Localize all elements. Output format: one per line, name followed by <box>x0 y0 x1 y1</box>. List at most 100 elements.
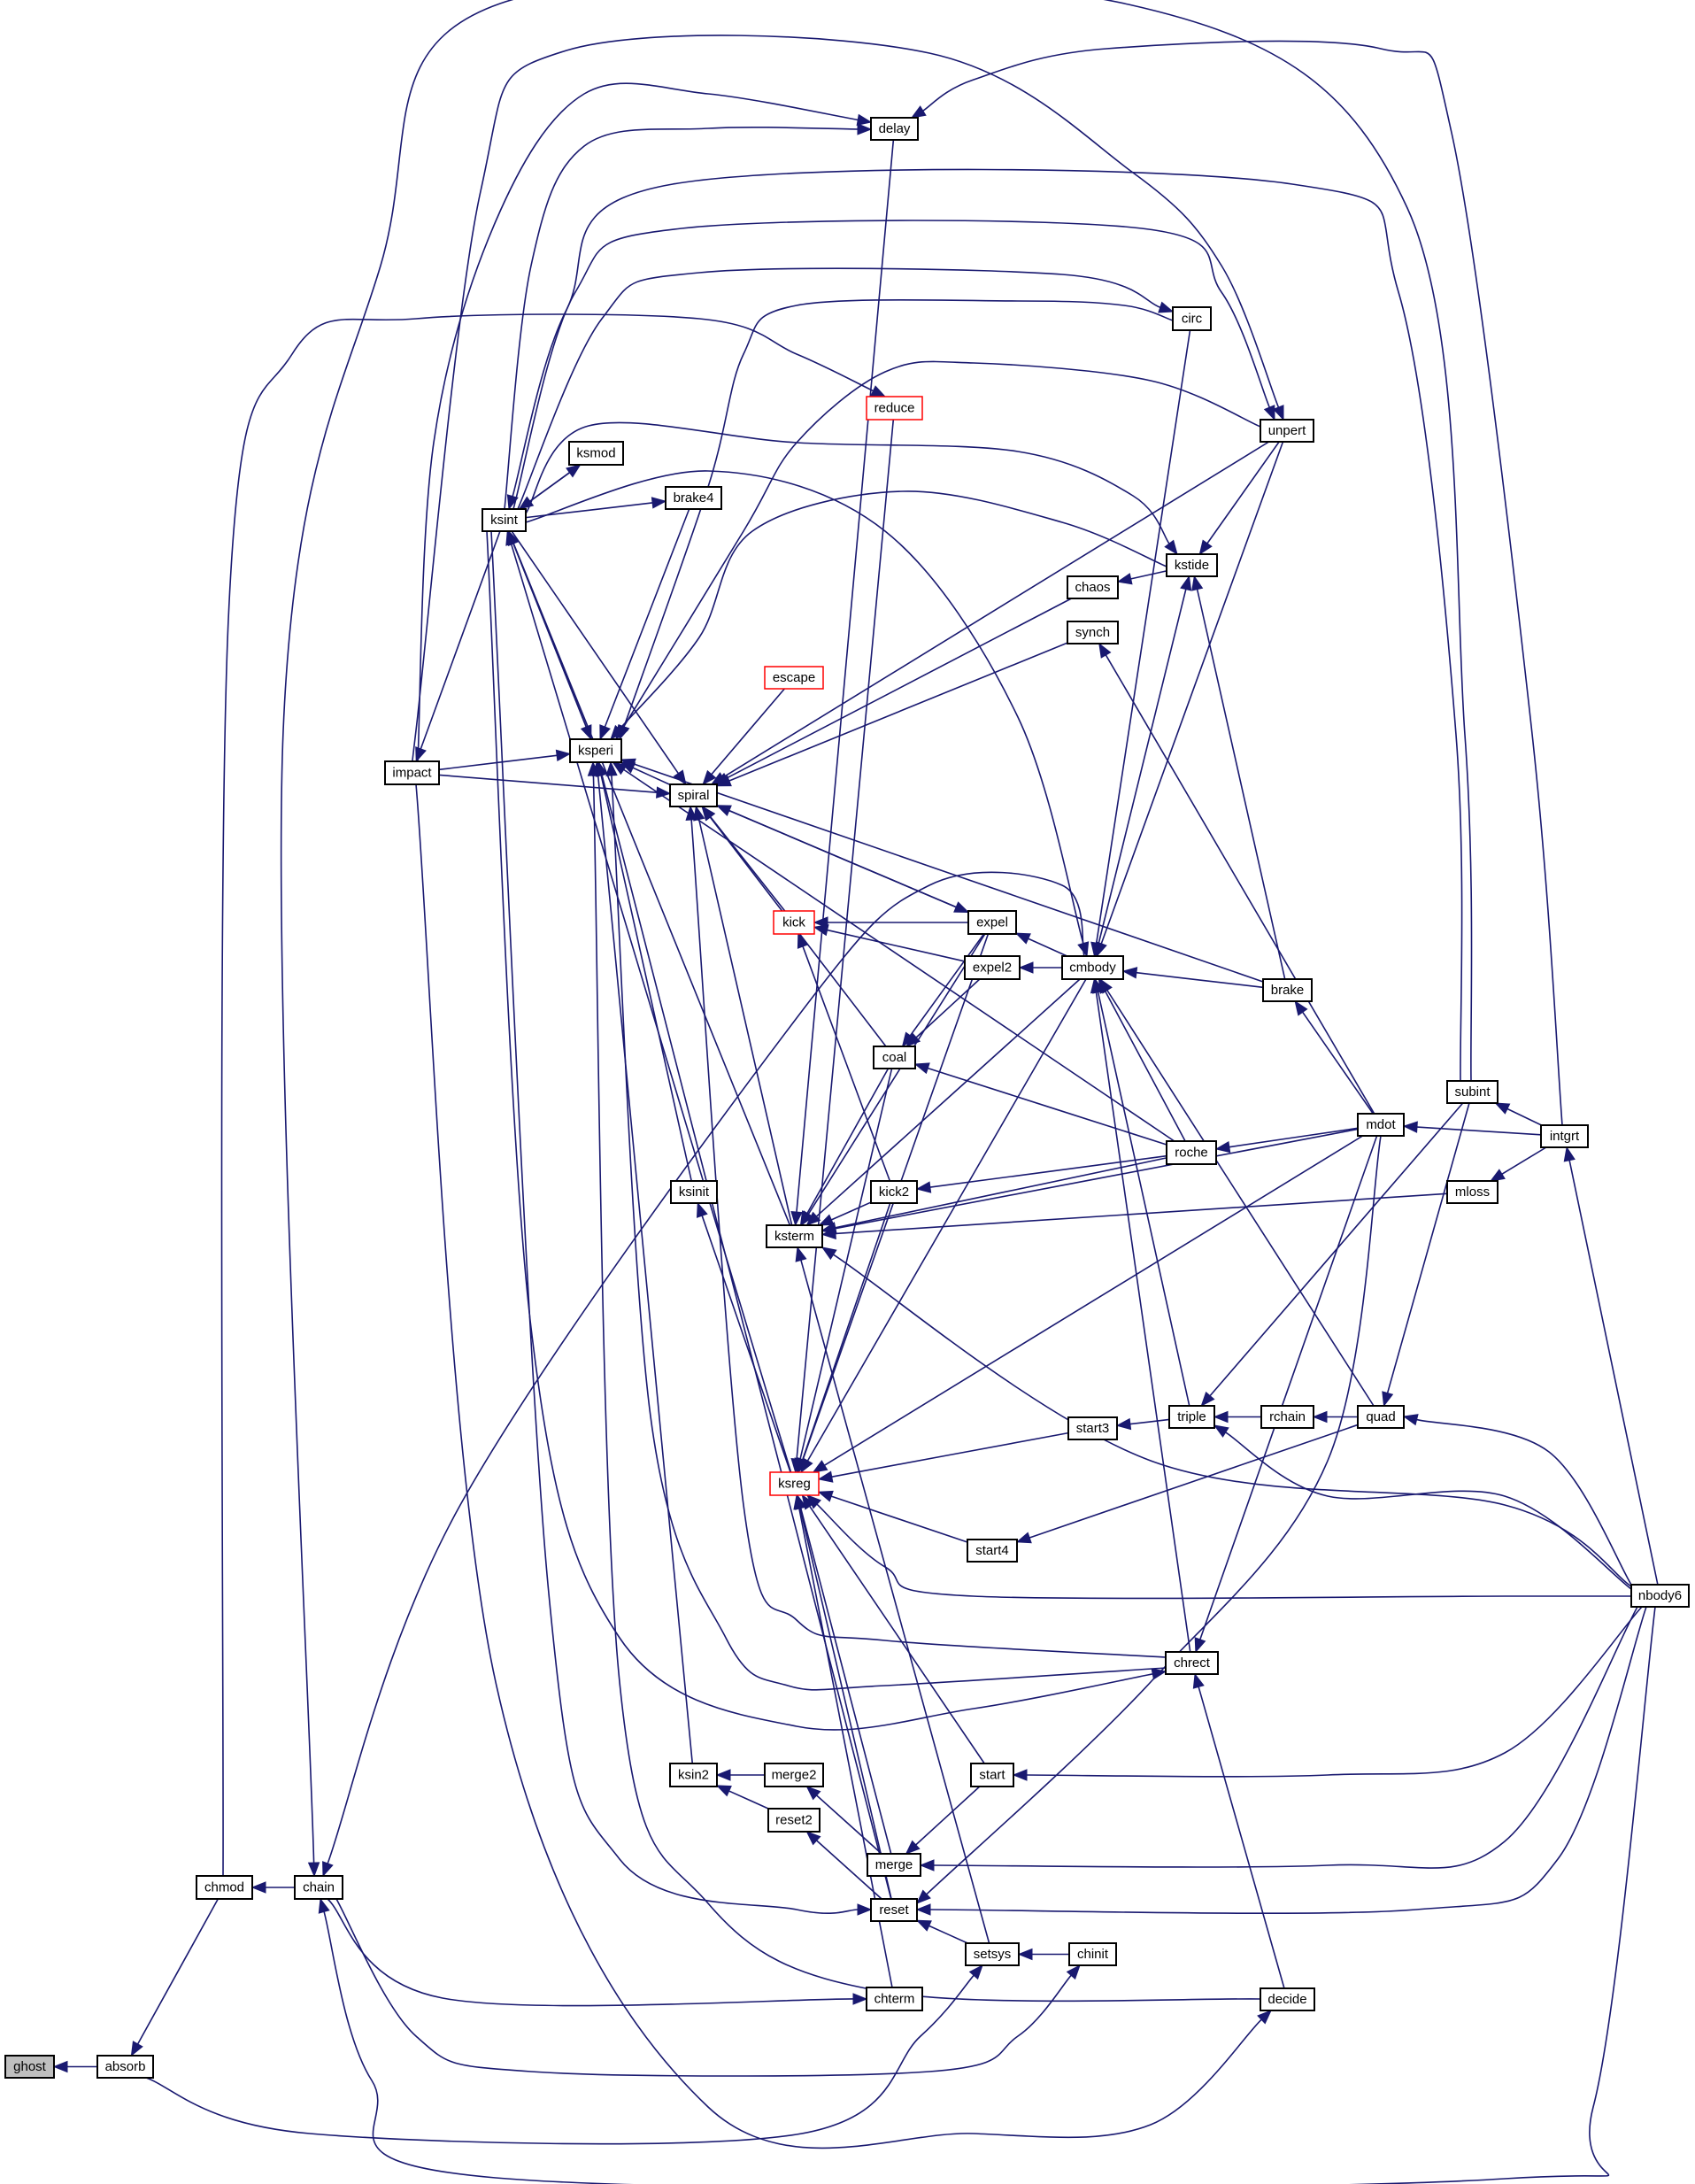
node-brake[interactable]: brake <box>1262 978 1313 1002</box>
node-label: reduce <box>874 401 915 416</box>
node-reduce[interactable]: reduce <box>866 396 923 421</box>
edge-line <box>915 1786 981 1846</box>
arrowhead-icon <box>1192 1672 1205 1689</box>
node-label: unpert <box>1268 423 1306 438</box>
node-spiral[interactable]: spiral <box>669 783 718 807</box>
node-start3[interactable]: start3 <box>1067 1416 1118 1440</box>
edge-ksinit-to-ksperi <box>595 760 692 1182</box>
node-label: rchain <box>1269 1409 1306 1424</box>
arrowhead-icon <box>805 1831 821 1846</box>
node-setsys[interactable]: setsys <box>965 1942 1020 1966</box>
node-chain[interactable]: chain <box>294 1875 343 1900</box>
node-box <box>1166 553 1218 577</box>
arrowhead-icon <box>812 1460 828 1473</box>
node-label: escape <box>773 670 815 685</box>
node-delay[interactable]: delay <box>870 117 919 141</box>
node-ksmod[interactable]: ksmod <box>568 441 624 466</box>
node-chaos[interactable]: chaos <box>1067 575 1119 599</box>
node-chterm[interactable]: chterm <box>866 1987 923 2011</box>
node-circ[interactable]: circ <box>1172 306 1212 331</box>
edge-line <box>529 464 582 502</box>
node-cmbody[interactable]: cmbody <box>1061 955 1124 980</box>
node-box <box>568 441 624 466</box>
node-start[interactable]: start <box>970 1763 1014 1787</box>
node-quad[interactable]: quad <box>1357 1405 1405 1429</box>
edge-impact-to-spiral <box>438 774 672 799</box>
node-expel2[interactable]: expel2 <box>964 955 1021 980</box>
edge-merge2-to-ksin2 <box>715 1769 765 1781</box>
node-box <box>1446 1180 1499 1204</box>
node-ksperi[interactable]: ksperi <box>569 738 622 763</box>
node-mloss[interactable]: mloss <box>1446 1180 1499 1204</box>
node-triple[interactable]: triple <box>1168 1405 1215 1429</box>
edge-line <box>592 775 1261 2003</box>
node-label: synch <box>1075 625 1110 640</box>
edge-line <box>504 126 859 510</box>
arrowhead-icon <box>610 724 625 741</box>
node-kstide[interactable]: kstide <box>1166 553 1218 577</box>
node-kick2[interactable]: kick2 <box>870 1180 918 1204</box>
node-chrect[interactable]: chrect <box>1165 1651 1219 1675</box>
node-intgrt[interactable]: intgrt <box>1540 1124 1589 1148</box>
node-absorb[interactable]: absorb <box>96 2055 154 2079</box>
node-synch[interactable]: synch <box>1067 621 1119 644</box>
node-merge2[interactable]: merge2 <box>764 1763 824 1787</box>
node-escape[interactable]: escape <box>764 666 824 690</box>
edge-line <box>1506 1107 1542 1126</box>
node-box <box>1165 1651 1219 1675</box>
arrowhead-icon <box>599 724 611 741</box>
node-chinit[interactable]: chinit <box>1068 1942 1117 1966</box>
arrowhead-icon <box>701 805 715 822</box>
node-expel[interactable]: expel <box>967 910 1017 935</box>
node-start4[interactable]: start4 <box>967 1539 1018 1563</box>
node-reset[interactable]: reset <box>870 1898 918 1922</box>
edge-line <box>623 298 1174 728</box>
arrowhead-icon <box>916 1889 931 1904</box>
node-impact[interactable]: impact <box>384 760 440 785</box>
node-box <box>294 1875 343 1900</box>
node-subint[interactable]: subint <box>1446 1080 1499 1104</box>
node-decide[interactable]: decide <box>1260 1987 1315 2011</box>
node-merge[interactable]: merge <box>867 1853 921 1877</box>
edge-line <box>597 775 694 1764</box>
edge-line <box>1129 1418 1170 1425</box>
node-chmod[interactable]: chmod <box>196 1875 253 1900</box>
node-mdot[interactable]: mdot <box>1357 1113 1405 1137</box>
node-unpert[interactable]: unpert <box>1260 419 1314 443</box>
arrowhead-icon <box>1158 301 1175 313</box>
arrowhead-icon <box>818 1214 835 1226</box>
edge-line <box>323 1606 1656 2184</box>
edge-line <box>1097 992 1190 1407</box>
arrowhead-icon <box>1402 1414 1419 1426</box>
edge-ksmod-to-ksint <box>518 464 582 510</box>
node-roche[interactable]: roche <box>1166 1140 1217 1165</box>
node-rchain[interactable]: rchain <box>1260 1405 1314 1429</box>
node-ksterm[interactable]: ksterm <box>766 1224 823 1248</box>
arrowhead-icon <box>506 494 519 511</box>
arrowhead-icon <box>1191 575 1204 591</box>
node-box <box>1168 1405 1215 1429</box>
edge-roche-to-kick2 <box>915 1154 1167 1193</box>
arrowhead-icon <box>1180 575 1192 591</box>
node-reset2[interactable]: reset2 <box>767 1808 821 1833</box>
node-kick[interactable]: kick <box>773 910 815 935</box>
edge-line <box>1094 589 1187 957</box>
node-ksinit[interactable]: ksinit <box>670 1180 718 1204</box>
node-box <box>1540 1124 1589 1148</box>
arrowhead-icon <box>800 1457 813 1474</box>
node-ksint[interactable]: ksint <box>482 508 527 532</box>
edge-line <box>830 1495 968 1543</box>
node-ksin2[interactable]: ksin2 <box>669 1763 718 1787</box>
edge-line <box>1229 1127 1359 1148</box>
node-ksreg[interactable]: ksreg <box>769 1471 820 1496</box>
node-coal[interactable]: coal <box>873 1046 916 1069</box>
edge-intgrt-to-mdot <box>1402 1121 1542 1136</box>
node-label: merge <box>875 1857 913 1872</box>
edge-ksterm-to-ksint <box>508 529 791 1226</box>
arrowhead-icon <box>1194 1637 1206 1654</box>
node-nbody6[interactable]: nbody6 <box>1630 1584 1690 1608</box>
edge-chain-to-chinit <box>335 1898 1081 2077</box>
edge-expel-to-kick <box>813 916 969 929</box>
node-brake4[interactable]: brake4 <box>665 486 722 510</box>
edge-mdot-to-roche <box>1214 1127 1359 1154</box>
